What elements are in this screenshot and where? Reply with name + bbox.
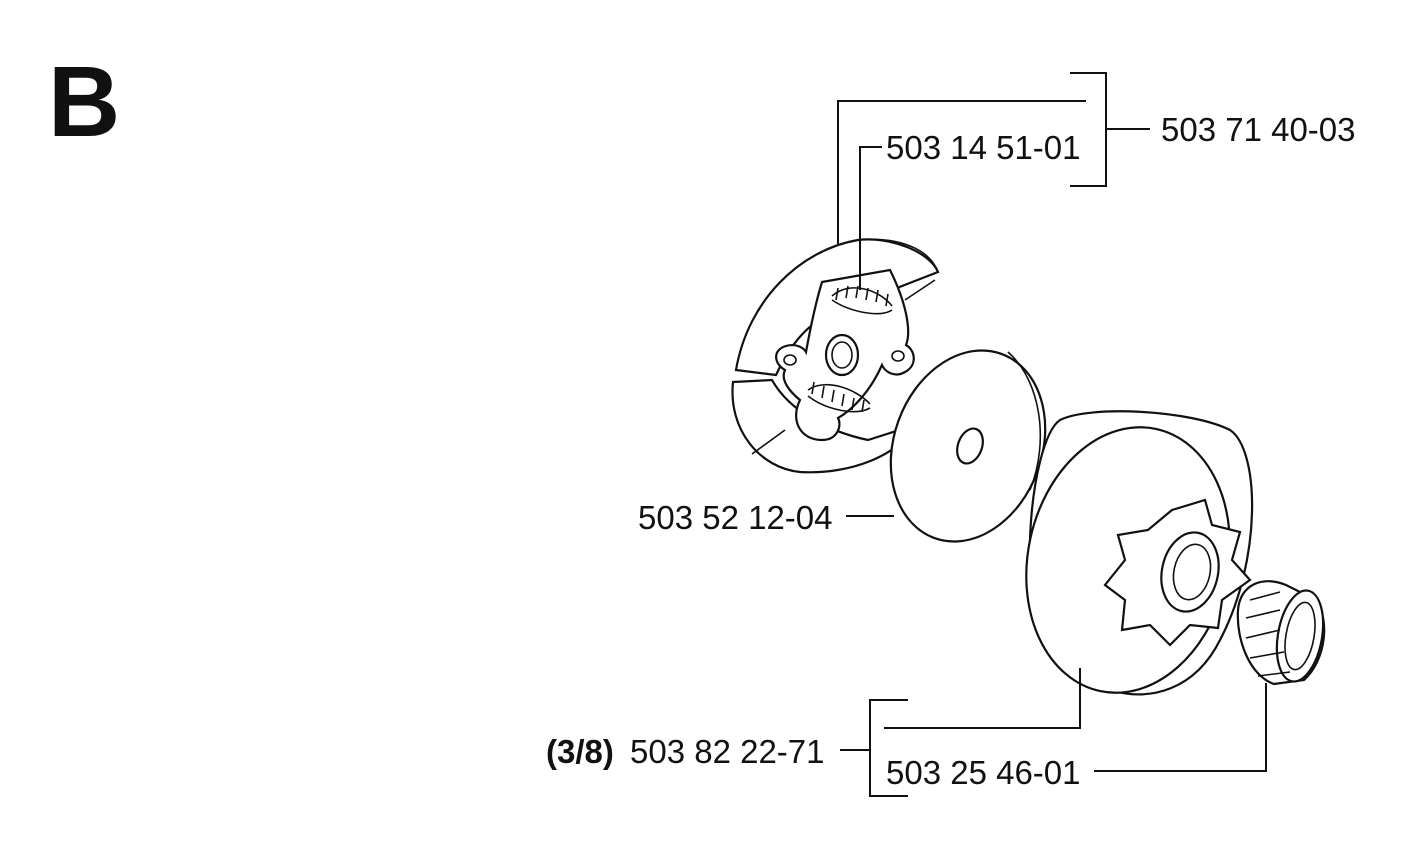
part-number-clutch-drum: 503 82 22-71 xyxy=(630,733,825,770)
part-number-needle-bearing: 503 25 46-01 xyxy=(886,754,1081,791)
part-number-clutch-spring: 503 14 51-01 xyxy=(886,129,1081,166)
drum-size-label: (3/8) xyxy=(546,733,614,770)
part-number-clutch-assembly: 503 71 40-03 xyxy=(1161,111,1356,148)
part-number-washer: 503 52 12-04 xyxy=(638,499,833,536)
section-letter: B xyxy=(48,46,120,158)
needle-bearing-drawing xyxy=(1236,580,1326,686)
leader-lines xyxy=(837,72,1267,797)
clutch-drum-drawing xyxy=(1025,410,1254,696)
clutch-assembly-drawing xyxy=(731,238,940,474)
